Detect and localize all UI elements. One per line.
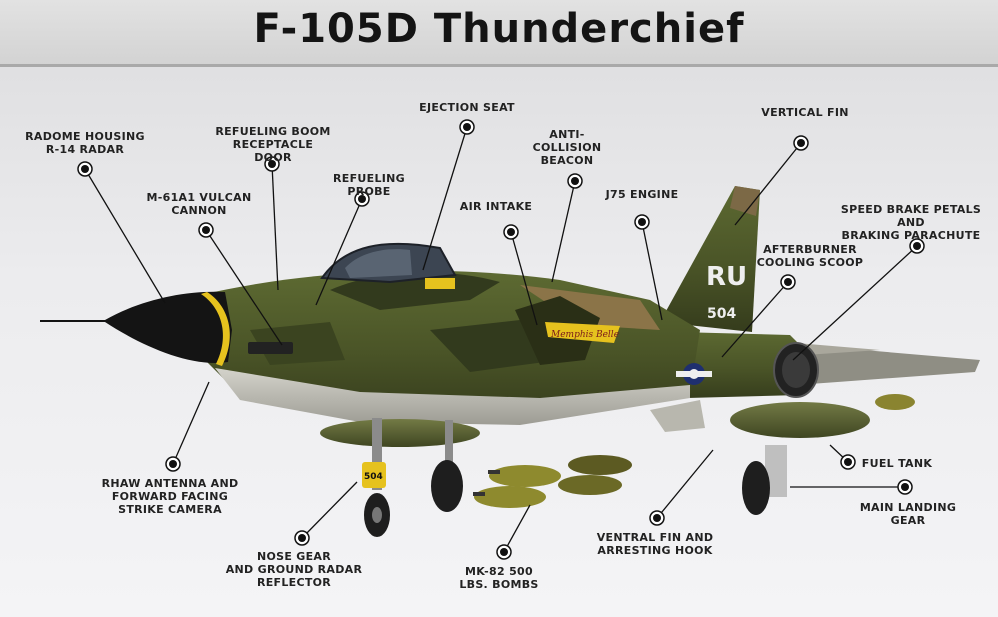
marker-air-intake <box>503 224 519 240</box>
nose-gear: 504 <box>362 418 390 537</box>
label-main-gear: MAIN LANDING GEAR <box>859 501 957 527</box>
marker-vulcan <box>198 222 214 238</box>
radome <box>40 291 232 363</box>
label-engine: J75 ENGINE <box>605 188 679 201</box>
vertical-fin <box>660 186 760 332</box>
marker-afterburner <box>780 274 796 290</box>
marker-engine <box>634 214 650 230</box>
aircraft-illustration: RU 504 Memphis Belle <box>40 186 980 537</box>
label-vertical-fin: VERTICAL FIN <box>761 106 849 119</box>
marker-ventral-fin <box>649 510 665 526</box>
label-rhaw: RHAW ANTENNA AND FORWARD FACING STRIKE C… <box>101 477 239 516</box>
marker-bombs <box>496 544 512 560</box>
callout-dots <box>77 119 925 560</box>
label-anti-collision: ANTI-COLLISION BEACON <box>532 128 602 167</box>
main-landing-gear <box>431 420 787 515</box>
label-air-intake: AIR INTAKE <box>459 200 533 213</box>
tail-number: 504 <box>707 306 736 322</box>
label-refueling-probe: REFUELING PROBE <box>333 172 405 198</box>
label-radome: RADOME HOUSING R-14 RADAR <box>25 130 145 156</box>
page-title: F-105D Thunderchief <box>253 6 745 52</box>
marker-rhaw <box>165 456 181 472</box>
bombs <box>473 455 632 508</box>
nose-art: Memphis Belle <box>550 330 619 340</box>
marker-speed-brake <box>909 238 925 254</box>
fuel-tank <box>730 402 870 438</box>
label-afterburner: AFTERBURNER COOLING SCOOP <box>756 243 864 269</box>
callout-lines <box>84 126 918 553</box>
marker-refueling-door <box>264 156 280 172</box>
marker-main-gear <box>897 479 913 495</box>
label-refueling-door: REFUELING BOOM RECEPTACLE DOOR <box>215 125 331 164</box>
label-bombs: MK-82 500 LBS. BOMBS <box>459 565 539 591</box>
marker-nose-gear <box>294 530 310 546</box>
marker-fuel-tank <box>840 454 856 470</box>
tail-code: RU <box>706 262 747 292</box>
label-speed-brake: SPEED BRAKE PETALS AND BRAKING PARACHUTE <box>840 203 982 242</box>
label-vulcan: M-61A1 VULCAN CANNON <box>146 191 252 217</box>
marker-ejection-seat <box>459 119 475 135</box>
label-ventral-fin: VENTRAL FIN AND ARRESTING HOOK <box>596 531 714 557</box>
title-bar: F-105D Thunderchief <box>0 0 998 67</box>
nose-gear-number: 504 <box>364 472 383 482</box>
label-nose-gear: NOSE GEAR AND GROUND RADAR REFLECTOR <box>225 550 363 589</box>
marker-vertical-fin <box>793 135 809 151</box>
label-ejection-seat: EJECTION SEAT <box>419 101 515 114</box>
label-fuel-tank: FUEL TANK <box>861 457 933 470</box>
marker-refueling-probe <box>354 191 370 207</box>
fuselage-underside <box>215 368 690 425</box>
marker-radome <box>77 161 93 177</box>
marker-anti-collision <box>567 173 583 189</box>
